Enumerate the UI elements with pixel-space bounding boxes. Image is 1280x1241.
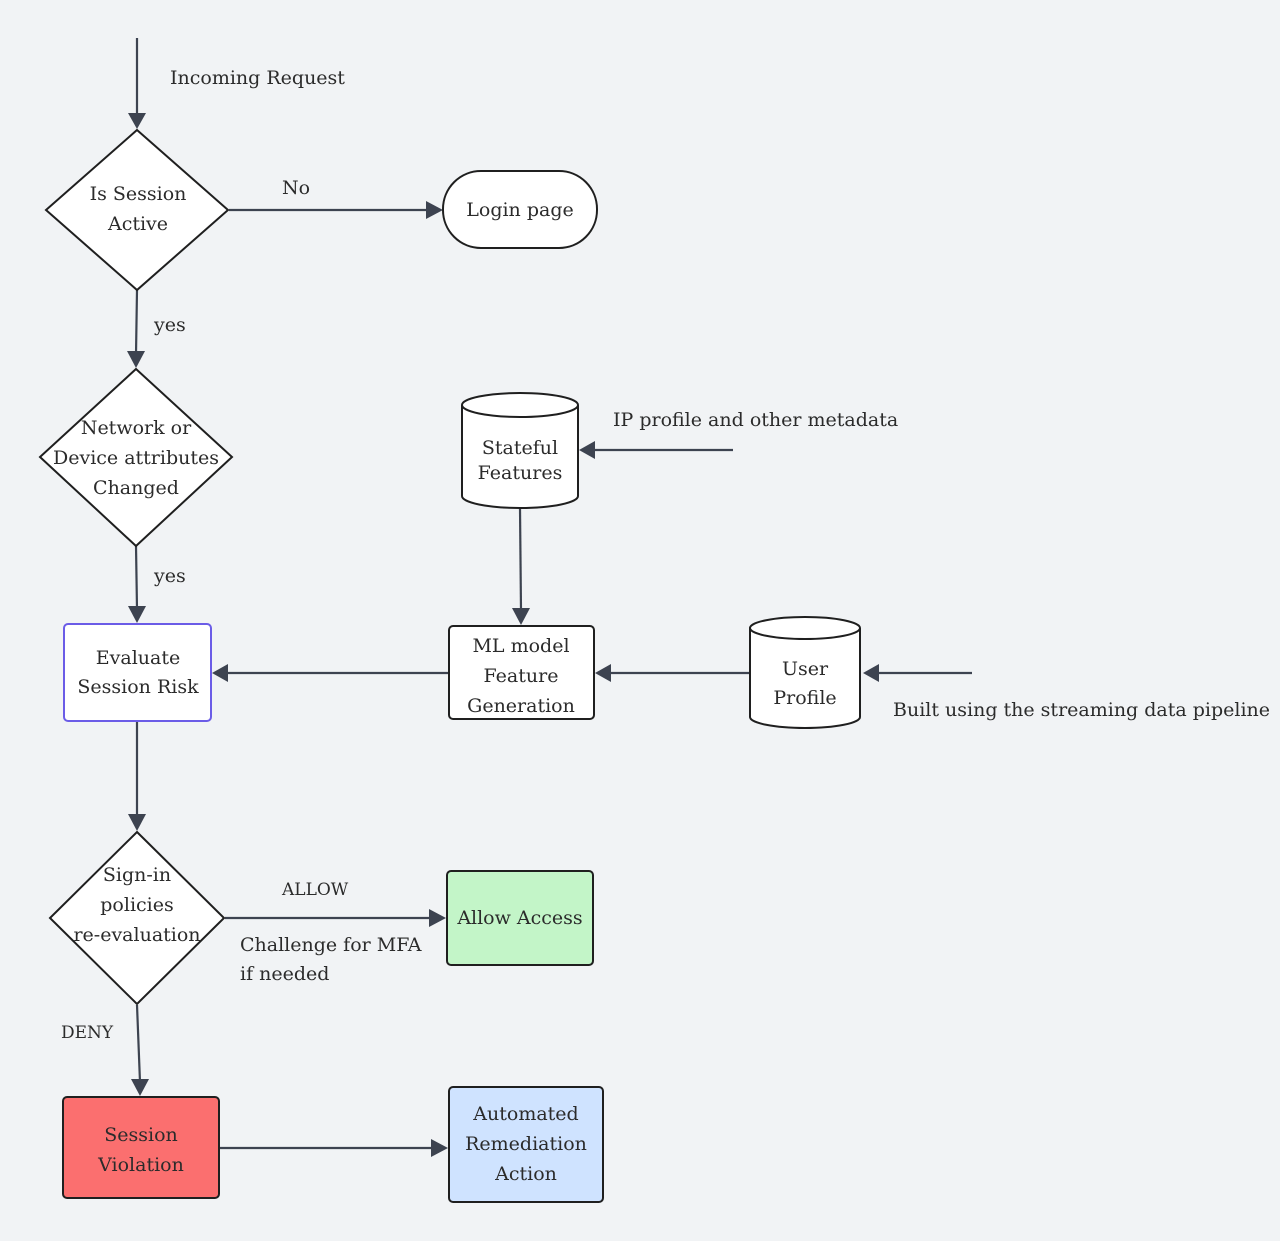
edge-labels: Incoming Request No yes yes IP profile a… xyxy=(61,67,1270,1043)
node-login-page: Login page xyxy=(442,170,598,249)
label-incoming-request: Incoming Request xyxy=(170,67,345,89)
node-label-line: Network or xyxy=(81,417,192,439)
node-label-line: Session Risk xyxy=(77,676,199,698)
node-remediation: Automated Remediation Action xyxy=(448,1086,604,1203)
node-sign-in-policies: Sign-in policies re-evaluation xyxy=(48,830,226,1006)
process-box xyxy=(448,625,595,720)
cylinder-rim xyxy=(749,627,861,640)
arrowhead xyxy=(128,606,146,623)
edges xyxy=(127,38,972,1157)
label-streaming-pipeline: Built using the streaming data pipeline xyxy=(893,699,1270,721)
edge-yes-1 xyxy=(134,289,139,355)
node-label-line: Generation xyxy=(467,695,575,717)
node-label-line: Automated xyxy=(472,1103,578,1125)
node-label-line: Session xyxy=(104,1124,178,1146)
node-stateful-features: Stateful Features xyxy=(461,392,579,509)
decision-diamond xyxy=(38,367,234,548)
node-session-violation: Session Violation xyxy=(62,1096,220,1199)
node-label-line: re-evaluation xyxy=(73,924,200,946)
node-label-line: Login page xyxy=(466,199,573,221)
label-challenge: if needed xyxy=(240,963,329,985)
node-label-line: Stateful xyxy=(482,437,558,459)
node-label-line: Device attributes xyxy=(53,447,219,469)
process-box xyxy=(448,1086,604,1203)
node-session-active: Is Session Active xyxy=(44,128,230,292)
node-allow-access: Allow Access xyxy=(446,870,594,966)
arrowhead xyxy=(128,814,146,831)
label-allow: ALLOW xyxy=(281,880,349,900)
node-label-line: Action xyxy=(494,1163,557,1185)
arrowhead xyxy=(127,351,145,368)
node-attributes-changed: Network or Device attributes Changed xyxy=(38,367,234,548)
node-evaluate-risk: Evaluate Session Risk xyxy=(63,623,212,722)
edge-deny xyxy=(135,1004,142,1083)
node-user-profile: User Profile xyxy=(749,616,861,729)
edge-stateful-to-ml xyxy=(518,507,523,612)
label-challenge: Challenge for MFA xyxy=(240,934,422,956)
edge-yes-2 xyxy=(134,545,139,610)
decision-diamond xyxy=(48,830,226,1006)
node-label-line: policies xyxy=(100,894,173,916)
arrowhead xyxy=(512,608,530,625)
label-yes: yes xyxy=(153,565,186,587)
node-label-line: ML model xyxy=(472,635,569,657)
node-label-line: Evaluate xyxy=(96,647,180,669)
arrowhead xyxy=(212,664,228,682)
label-deny: DENY xyxy=(61,1023,114,1043)
node-label-line: Active xyxy=(107,213,168,235)
arrowhead xyxy=(426,201,443,219)
arrowhead xyxy=(429,909,446,927)
arrowhead xyxy=(863,664,879,682)
arrowhead xyxy=(579,441,595,459)
label-ip-profile: IP profile and other metadata xyxy=(613,409,898,431)
node-label-line: Violation xyxy=(97,1154,184,1176)
node-label-line: Changed xyxy=(93,477,179,499)
arrowhead xyxy=(128,113,146,129)
decision-diamond xyxy=(44,128,230,292)
process-box xyxy=(62,1096,220,1199)
cylinder-rim xyxy=(461,404,579,418)
node-label-line: Remediation xyxy=(465,1133,587,1155)
arrowhead xyxy=(131,1079,149,1096)
database-cylinder xyxy=(749,616,861,729)
node-label-line: Profile xyxy=(773,687,836,709)
node-label-line: User xyxy=(782,658,829,680)
database-cylinder xyxy=(461,392,579,509)
process-box xyxy=(63,623,212,722)
node-label-line: Is Session xyxy=(90,183,187,205)
process-box xyxy=(446,870,594,966)
label-no: No xyxy=(282,177,310,199)
arrowhead xyxy=(595,664,611,682)
node-label-line: Allow Access xyxy=(456,907,582,929)
node-ml-model: ML model Feature Generation xyxy=(448,625,595,720)
label-yes: yes xyxy=(153,314,186,336)
node-label-line: Feature xyxy=(484,665,559,687)
terminal-shape xyxy=(442,170,598,249)
arrowhead xyxy=(431,1139,448,1157)
node-label-line: Sign-in xyxy=(103,864,171,886)
node-label-line: Features xyxy=(478,462,563,484)
